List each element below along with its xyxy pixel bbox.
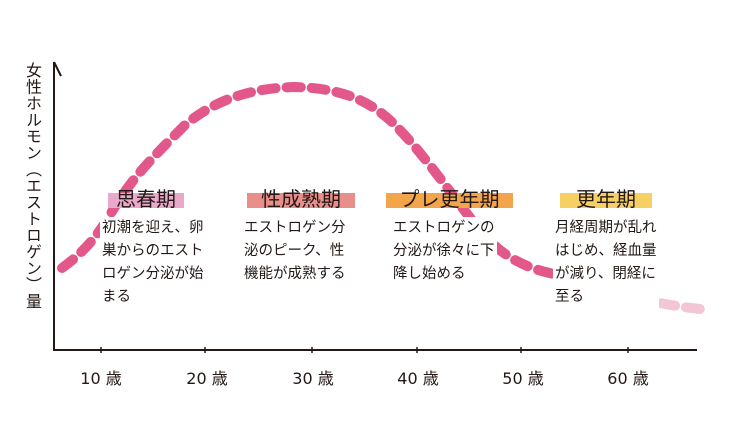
stage-title-pre-menopause: プレ更年期 [386, 187, 513, 211]
stage-title-menopause: 更年期 [560, 187, 652, 211]
y-axis-arrow-tip [53, 61, 62, 77]
x-tick-40: 40 歳 [397, 369, 439, 388]
stage-description-pre-menopause: エストロゲンの 分泌が徐々に下 降し始める [391, 217, 497, 286]
x-axis-tick-marks [100, 347, 629, 353]
x-tick-30: 30 歳 [292, 369, 334, 388]
stage-title-puberty: 思春期 [108, 187, 184, 211]
stage-highlight-puberty [108, 193, 184, 208]
stage-description-menopause: 月経周期が乱れ はじめ、経血量 が減り、閉経に 至る [553, 217, 659, 309]
x-tick-50: 50 歳 [502, 369, 544, 388]
stage-highlight-maturity [247, 193, 355, 208]
stage-highlight-menopause [560, 193, 652, 208]
stage-description-puberty: 初潮を迎え、卵 巣からのエスト ロゲン分泌が始 まる [100, 217, 206, 309]
y-axis-label: 女性ホルモン（エストロゲン）量 [23, 62, 42, 310]
x-tick-20: 20 歳 [186, 369, 228, 388]
stage-highlight-pre-menopause [386, 193, 513, 208]
stage-title-maturity: 性成熟期 [247, 187, 355, 211]
x-tick-10: 10 歳 [80, 369, 122, 388]
x-tick-60: 60 歳 [607, 369, 649, 388]
stage-description-maturity: エストロゲン分 泌のピーク、性 機能が成熟する [242, 217, 348, 286]
